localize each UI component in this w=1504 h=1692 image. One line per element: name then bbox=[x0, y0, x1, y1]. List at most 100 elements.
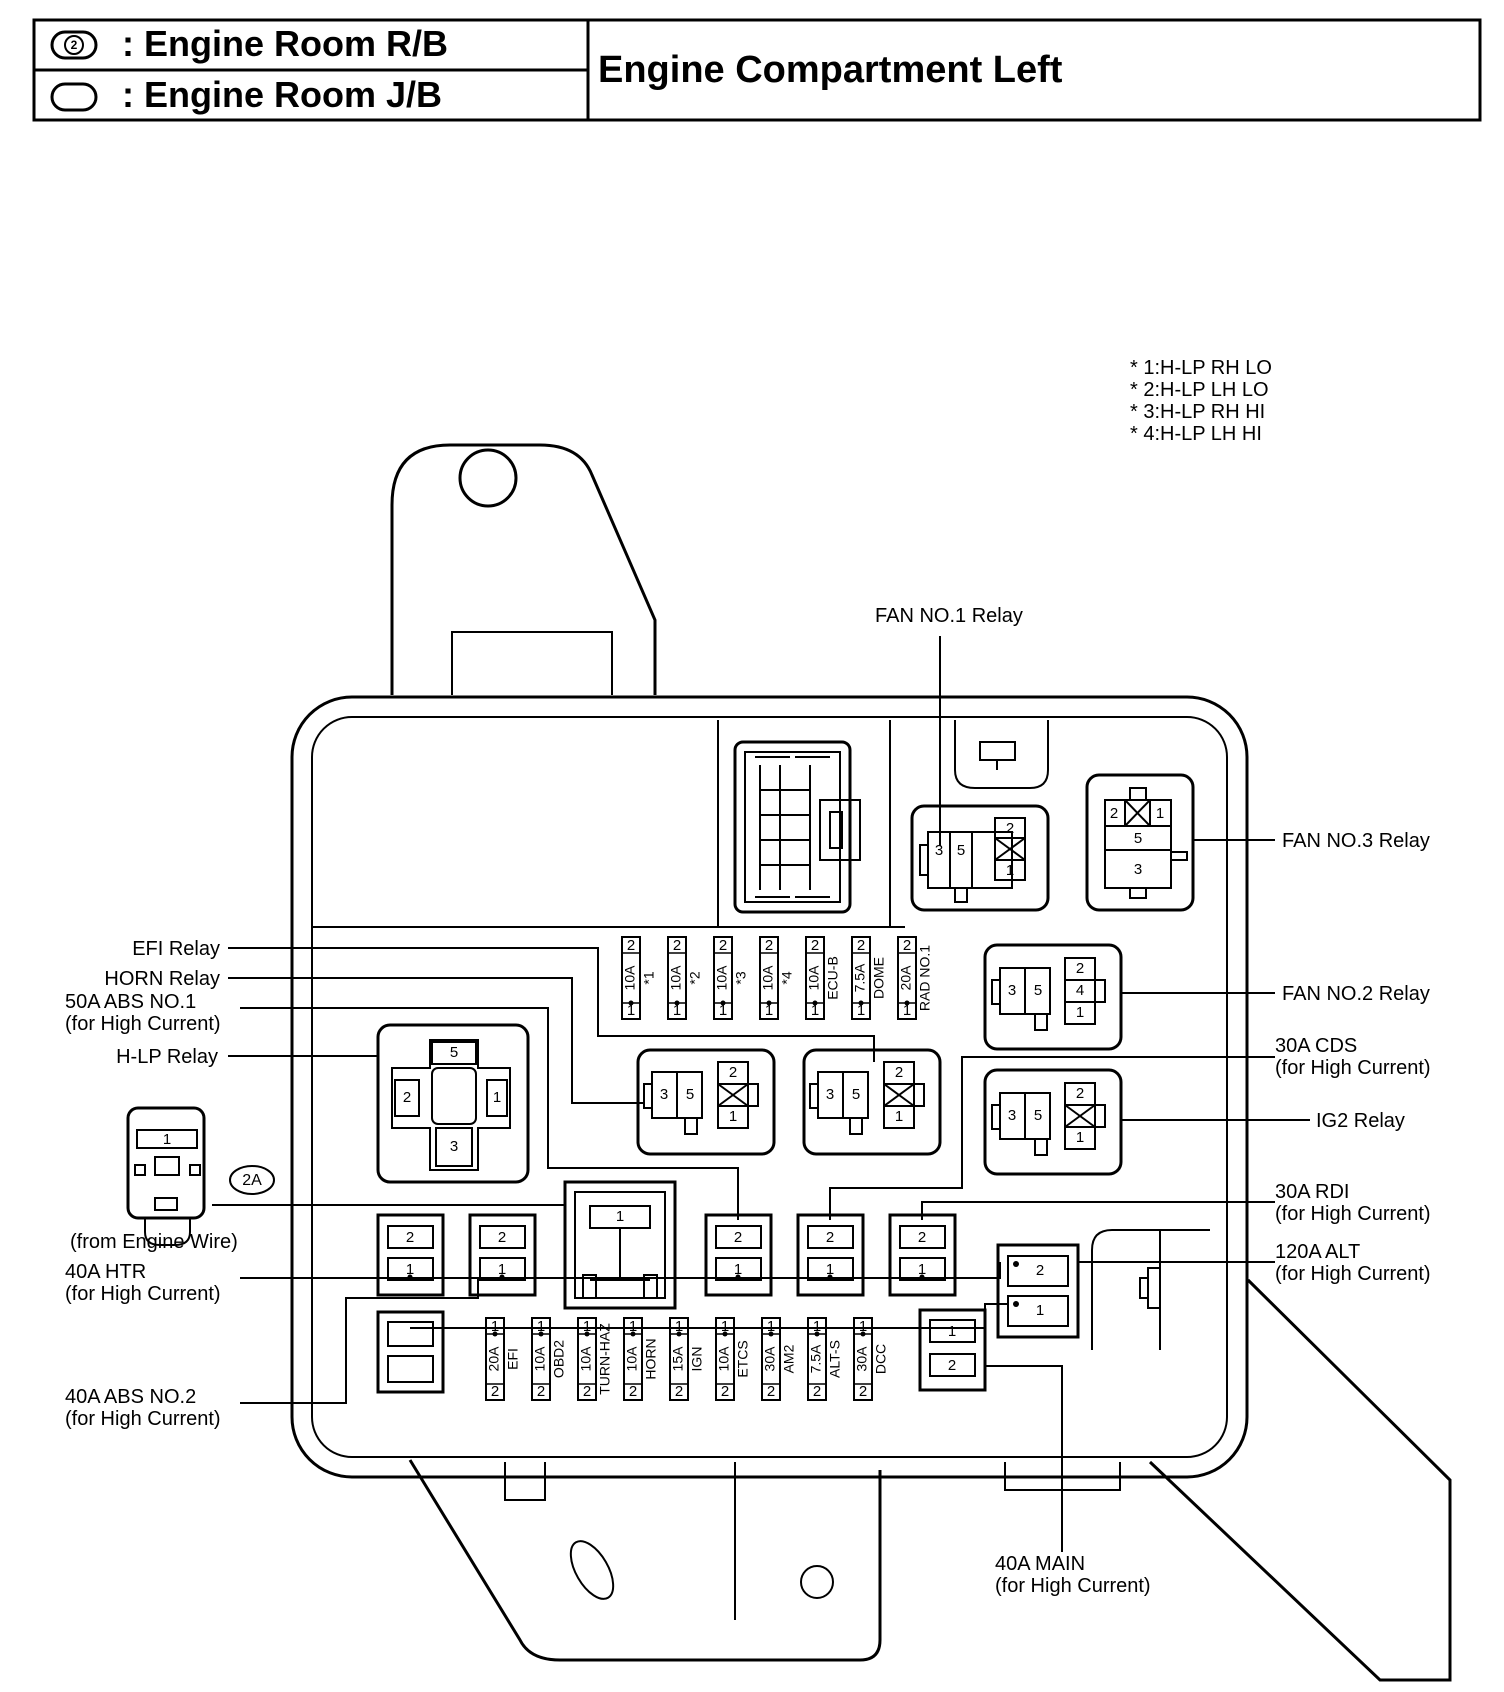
label-fan-no1-relay: FAN NO.1 Relay bbox=[875, 605, 1023, 627]
pin-label: 1 bbox=[859, 1318, 867, 1335]
pin-label: 1 bbox=[498, 1261, 506, 1278]
pin-label: 1 bbox=[1156, 805, 1164, 822]
pin-label: 3 bbox=[660, 1086, 668, 1103]
pin-label: 1 bbox=[826, 1261, 834, 1278]
connector-ref-badge: 2A bbox=[229, 1165, 275, 1195]
pin-label: 1 bbox=[1036, 1302, 1044, 1319]
fuse-rating: 10A bbox=[716, 1346, 732, 1372]
pin-label: 1 bbox=[493, 1089, 501, 1106]
pin-label: 5 bbox=[957, 842, 965, 859]
pin-label: 2 bbox=[491, 1383, 499, 1400]
pin-label: 2 bbox=[1076, 960, 1084, 977]
box-housing bbox=[290, 443, 1452, 1682]
fan-no1-relay: 3 5 2 1 bbox=[910, 804, 1050, 912]
pin-label: 1 bbox=[729, 1108, 737, 1125]
horn-relay: 3 5 2 1 bbox=[636, 1048, 776, 1156]
pin-label: 1 bbox=[734, 1261, 742, 1278]
fuse-rating: 20A bbox=[898, 965, 914, 991]
label-abs-no1: 50A ABS NO.1 bbox=[65, 991, 196, 1013]
label-fan-no3-relay: FAN NO.3 Relay bbox=[1282, 830, 1430, 852]
fuse-rating: 15A bbox=[670, 1346, 686, 1372]
label-cds: 30A CDS bbox=[1275, 1035, 1357, 1057]
high-current-fuse: 21 bbox=[796, 1213, 865, 1297]
label-abs-no2-sub: (for High Current) bbox=[65, 1408, 221, 1430]
label-htr-sub: (for High Current) bbox=[65, 1283, 221, 1305]
efi-relay: 3 5 2 1 bbox=[802, 1048, 942, 1156]
note-4: * 4:H-LP LH HI bbox=[1130, 423, 1262, 445]
pin-label: 2 bbox=[673, 937, 681, 954]
pin-label: 1 bbox=[895, 1108, 903, 1125]
label-main: 40A MAIN bbox=[995, 1553, 1085, 1575]
center-junction-block: 1 bbox=[563, 1180, 677, 1310]
pin-label: 1 bbox=[1006, 862, 1014, 879]
pin-label: 5 bbox=[1034, 1107, 1042, 1124]
ig2-relay: 3 5 2 1 bbox=[983, 1068, 1123, 1176]
pin-label: 2 bbox=[811, 937, 819, 954]
pin-label: 2 bbox=[895, 1064, 903, 1081]
engine-wire-connector: 1 bbox=[126, 1106, 206, 1246]
leader-lines bbox=[212, 636, 1310, 1552]
callout-labels: FAN NO.1 Relay FAN NO.3 Relay FAN NO.2 R… bbox=[65, 605, 1431, 1597]
fuse-rating: 10A bbox=[532, 1346, 548, 1372]
pin-label: 3 bbox=[1008, 982, 1016, 999]
pin-label: 3 bbox=[1008, 1107, 1016, 1124]
pin-label: 5 bbox=[450, 1044, 458, 1061]
high-current-fuse: 21 bbox=[376, 1213, 445, 1297]
label-abs-no2: 40A ABS NO.2 bbox=[65, 1386, 196, 1408]
fuse-name: IGN bbox=[689, 1347, 705, 1372]
label-rdi-sub: (for High Current) bbox=[1275, 1203, 1431, 1225]
pin-label: 2 bbox=[721, 1383, 729, 1400]
pin-label: 1 bbox=[627, 1002, 635, 1019]
fuse-name: *1 bbox=[641, 971, 657, 984]
pin-label: 1 bbox=[811, 1002, 819, 1019]
pin-label: 2 bbox=[537, 1383, 545, 1400]
pin-label: 1 bbox=[491, 1318, 499, 1335]
pin-label: 2 bbox=[629, 1383, 637, 1400]
fan-no3-relay: 2 1 5 3 bbox=[1085, 773, 1195, 912]
pin-label: 1 bbox=[675, 1318, 683, 1335]
label-horn-relay: HORN Relay bbox=[104, 968, 220, 990]
label-fan-no2-relay: FAN NO.2 Relay bbox=[1282, 983, 1430, 1005]
fuse-name: OBD2 bbox=[551, 1340, 567, 1378]
fuse-rating: 10A bbox=[760, 965, 776, 991]
pin-label: 2 bbox=[583, 1383, 591, 1400]
pin-label: 2 bbox=[498, 1229, 506, 1246]
label-htr: 40A HTR bbox=[65, 1261, 146, 1283]
junction-block-symbol-icon bbox=[50, 82, 98, 112]
pin-label: 3 bbox=[450, 1138, 458, 1155]
multi-pin-connector bbox=[733, 740, 861, 914]
fuse-rating: 7.5A bbox=[808, 1344, 824, 1373]
fuse-name: TURN-HAZ bbox=[597, 1323, 613, 1395]
label-efi-relay: EFI Relay bbox=[132, 938, 220, 960]
note-2: * 2:H-LP LH LO bbox=[1130, 379, 1269, 401]
pin-label: 2 bbox=[765, 937, 773, 954]
fuse-name: *2 bbox=[687, 971, 703, 984]
pin-label: 1 bbox=[721, 1318, 729, 1335]
fuse-name: ETCS bbox=[735, 1340, 751, 1377]
pin-label: 2 bbox=[826, 1229, 834, 1246]
label-rdi: 30A RDI bbox=[1275, 1181, 1349, 1203]
fuse-name: *4 bbox=[779, 971, 795, 984]
alt-120a-fuse: 2 1 bbox=[996, 1243, 1080, 1339]
pin-label: 2 bbox=[1110, 805, 1118, 822]
fuse-rating: 10A bbox=[806, 965, 822, 991]
pin-label: 1 bbox=[673, 1002, 681, 1019]
pin-label: 1 bbox=[163, 1131, 171, 1148]
pin-label: 2 bbox=[948, 1357, 956, 1374]
pin-label: 1 bbox=[406, 1261, 414, 1278]
legend-symbol-number: 2 bbox=[71, 38, 78, 52]
fuse-rating: 10A bbox=[624, 1346, 640, 1372]
